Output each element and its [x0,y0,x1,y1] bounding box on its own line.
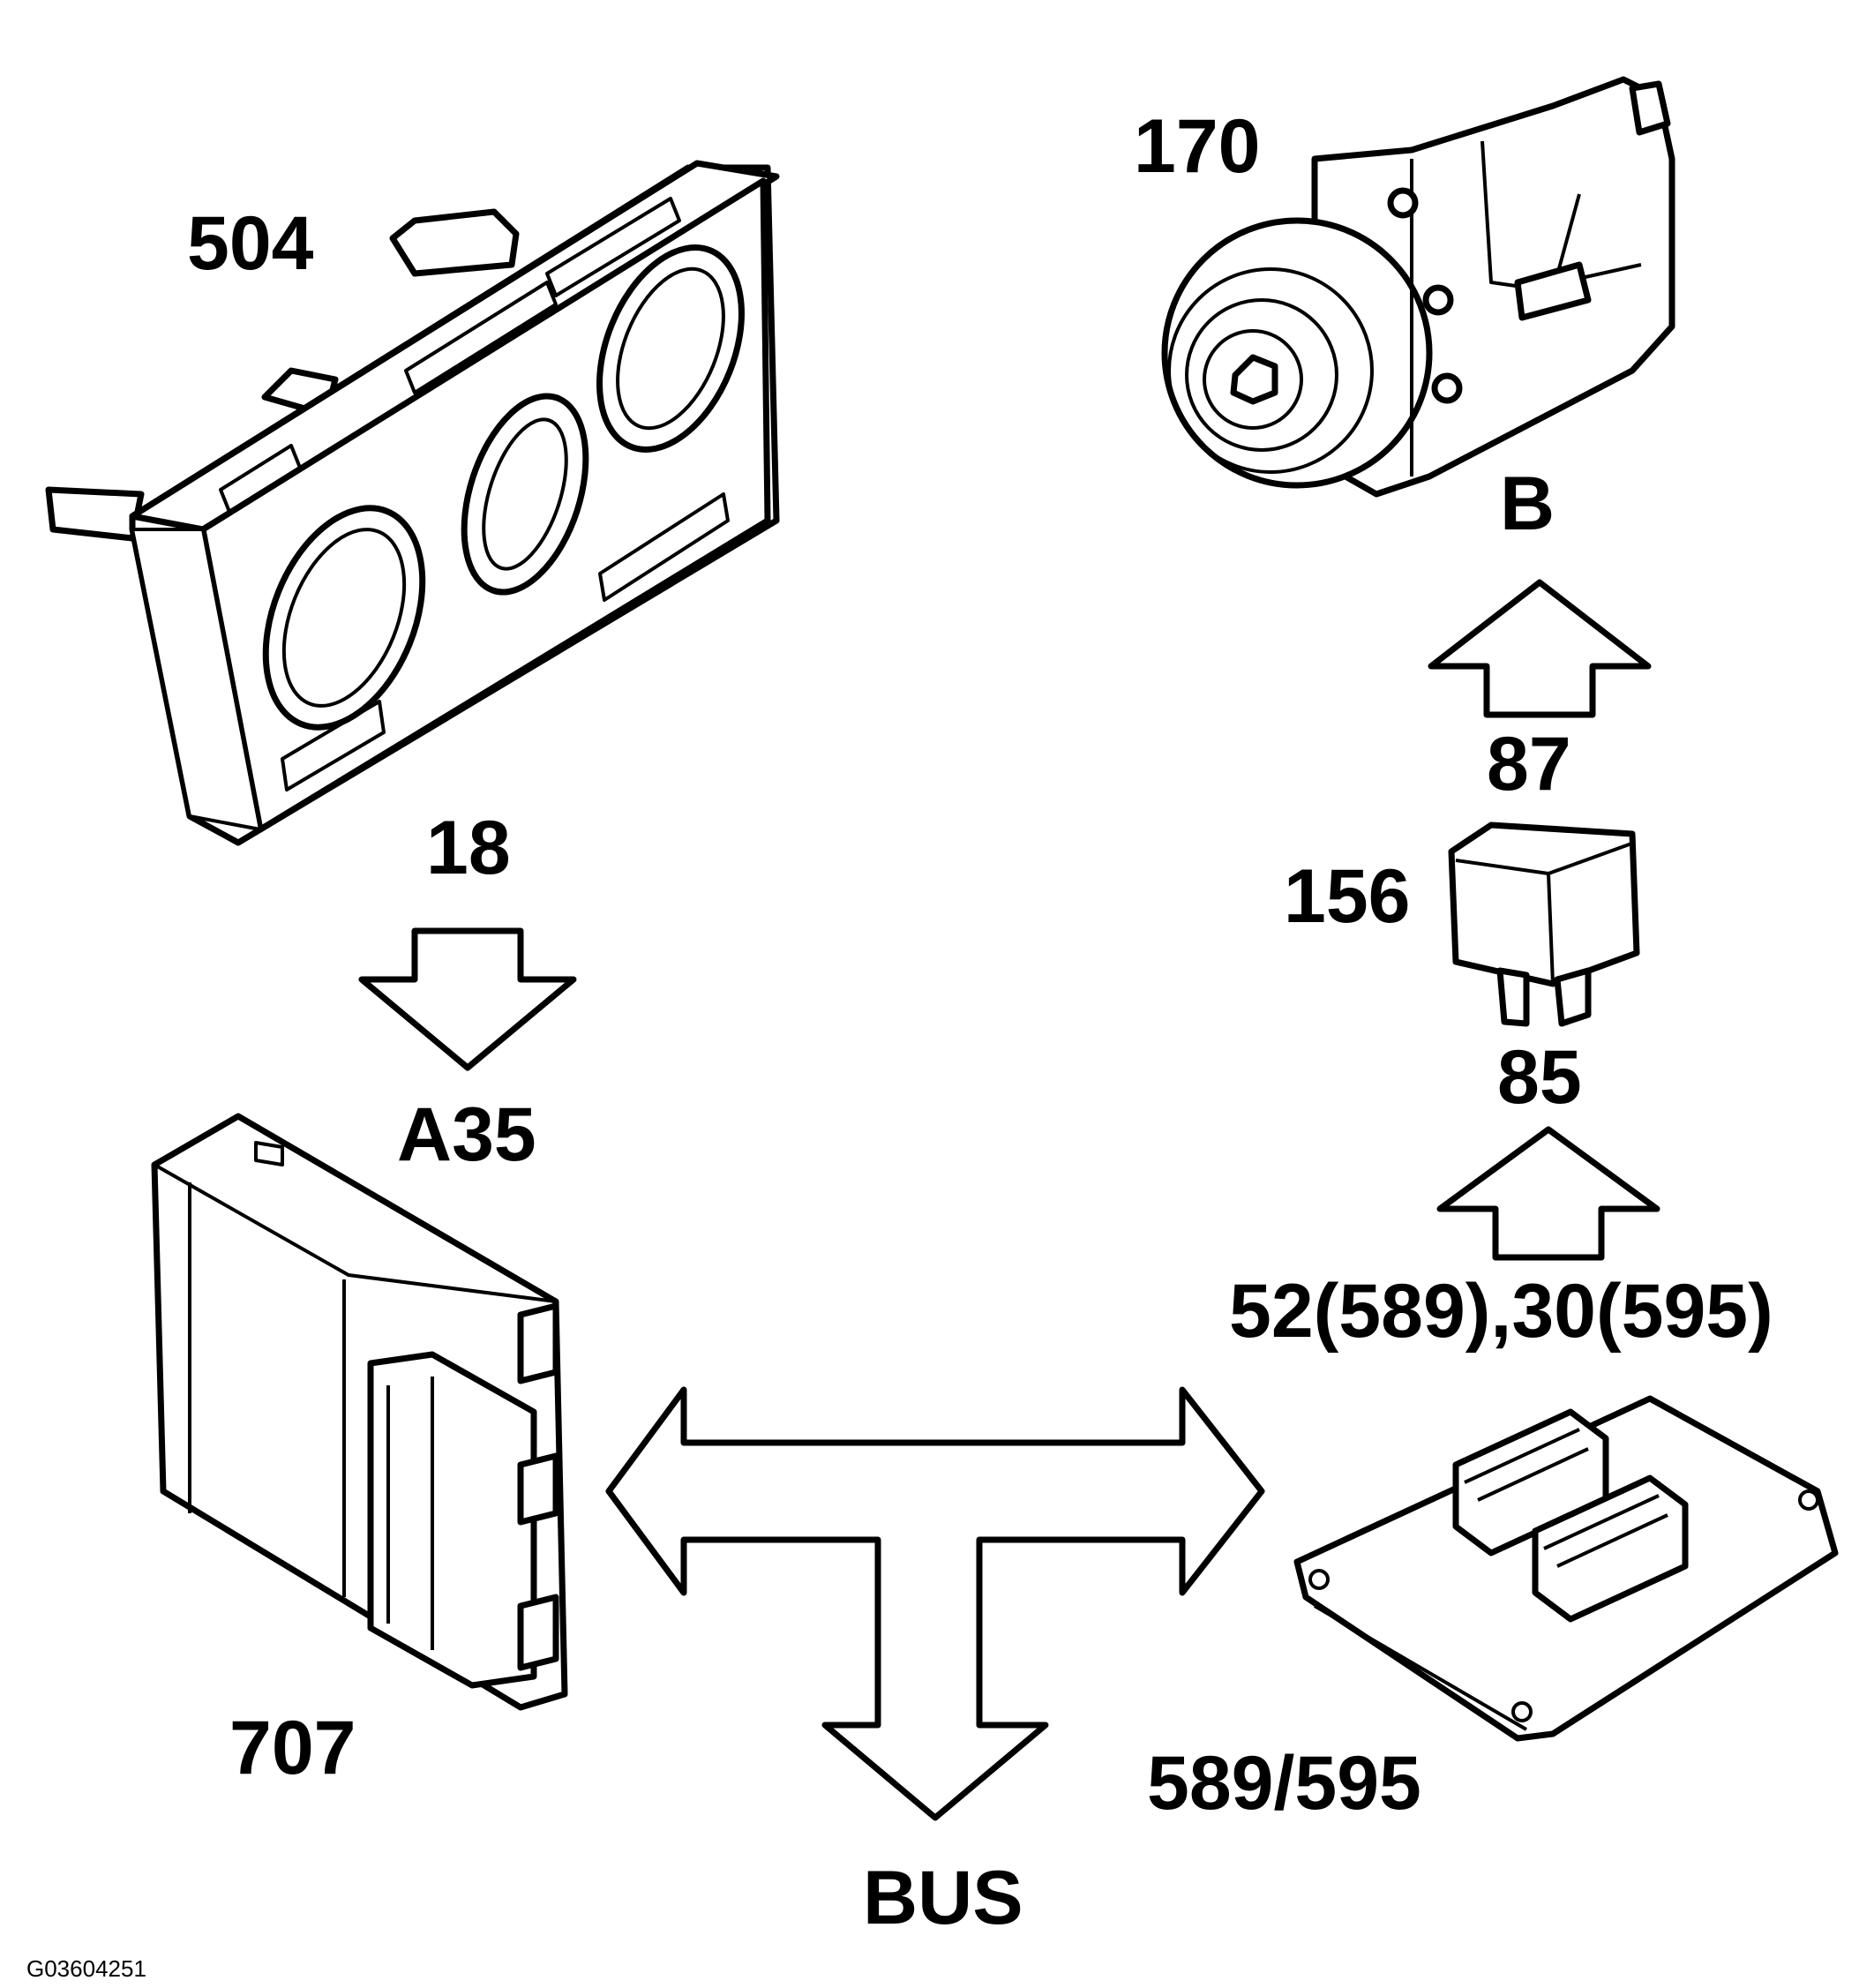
central-electronic-module [151,1113,568,1711]
bus-arrow [605,1386,1265,1821]
label-170: 170 [1134,104,1261,189]
label-bus: BUS [863,1856,1023,1940]
label-85: 85 [1497,1035,1582,1120]
engine-control-module [1293,1395,1839,1742]
label-707: 707 [229,1706,356,1790]
ac-compressor [1161,76,1675,498]
label-589-595: 589/595 [1147,1741,1421,1826]
label-a35: A35 [397,1092,536,1177]
arrow-relay-to-compressor [1428,579,1652,718]
climate-control-panel [45,160,780,846]
label-156: 156 [1284,854,1411,939]
relay [1448,821,1640,1027]
label-ecm-pins: 52(589),30(595) [1229,1269,1773,1354]
figure-code: G03604251 [26,1955,146,1982]
label-18: 18 [426,806,511,890]
label-b: B [1500,461,1555,546]
label-504: 504 [187,201,314,286]
arrow-ecm-to-relay [1436,1126,1660,1261]
arrow-panel-to-cem [358,927,577,1071]
label-87: 87 [1487,722,1571,806]
